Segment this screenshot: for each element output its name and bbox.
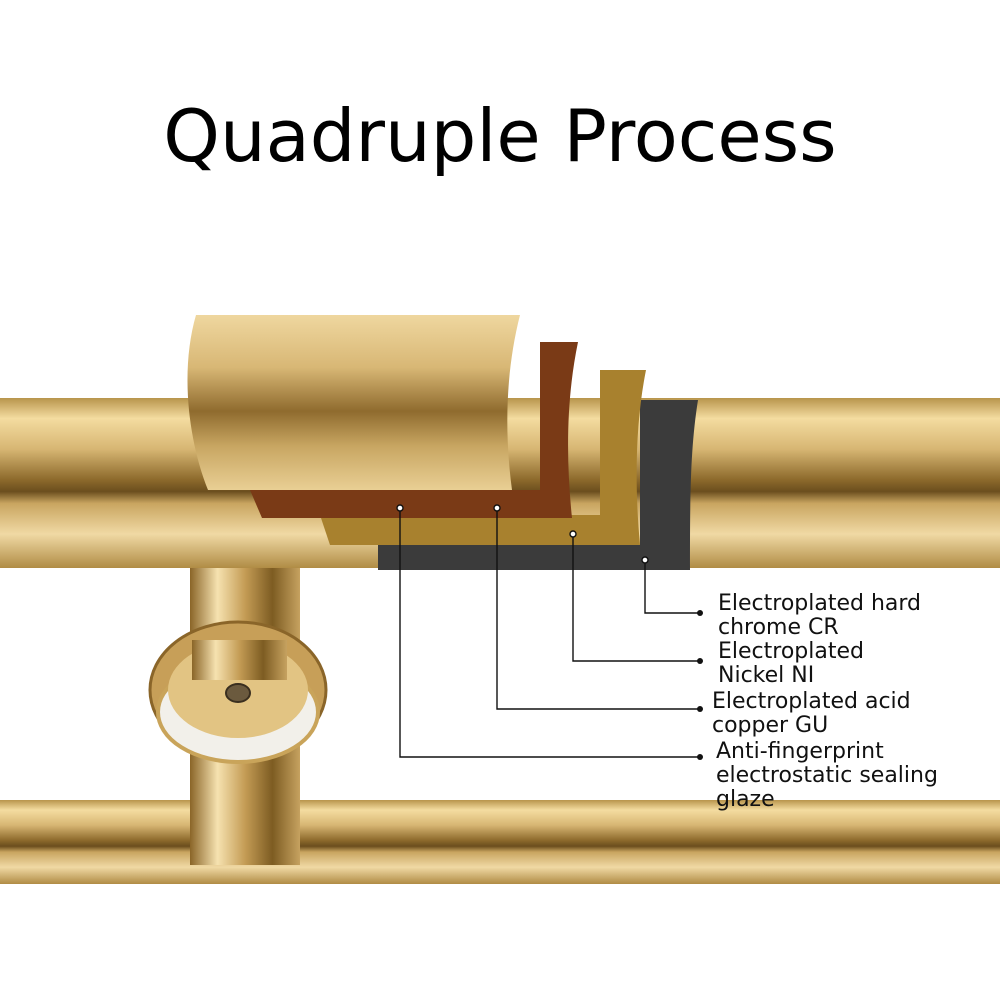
- leader-dots: [697, 610, 703, 760]
- set-screw: [225, 683, 251, 703]
- callout-nickel: Electroplated Nickel NI: [718, 640, 864, 688]
- callout-hard-chrome: Electroplated hard chrome CR: [718, 592, 921, 640]
- callout-acid-copper: Electroplated acid copper GU: [712, 690, 911, 738]
- callout-sealing-glaze: Anti-fingerprint electrostatic sealing g…: [716, 740, 938, 812]
- callout-line: Electroplated hard: [718, 591, 922, 616]
- callout-line: Electroplated: [718, 639, 864, 664]
- glaze-layer: [378, 400, 698, 570]
- chrome-layer: [187, 315, 520, 490]
- nickel-layer: [320, 370, 646, 545]
- callout-line: Electroplated acid: [712, 689, 911, 714]
- callout-line: copper GU: [712, 713, 829, 738]
- callout-line: chrome CR: [718, 615, 839, 640]
- leader-lines: [396, 504, 700, 758]
- callout-line: Nickel NI: [718, 663, 815, 688]
- page-title: Quadruple Process: [163, 94, 837, 178]
- lower-bar: [0, 800, 1000, 884]
- callout-line: glaze: [716, 787, 775, 812]
- callout-line: Anti-fingerprint: [716, 739, 884, 764]
- copper-layer: [250, 342, 578, 518]
- callout-line: electrostatic sealing: [716, 763, 938, 788]
